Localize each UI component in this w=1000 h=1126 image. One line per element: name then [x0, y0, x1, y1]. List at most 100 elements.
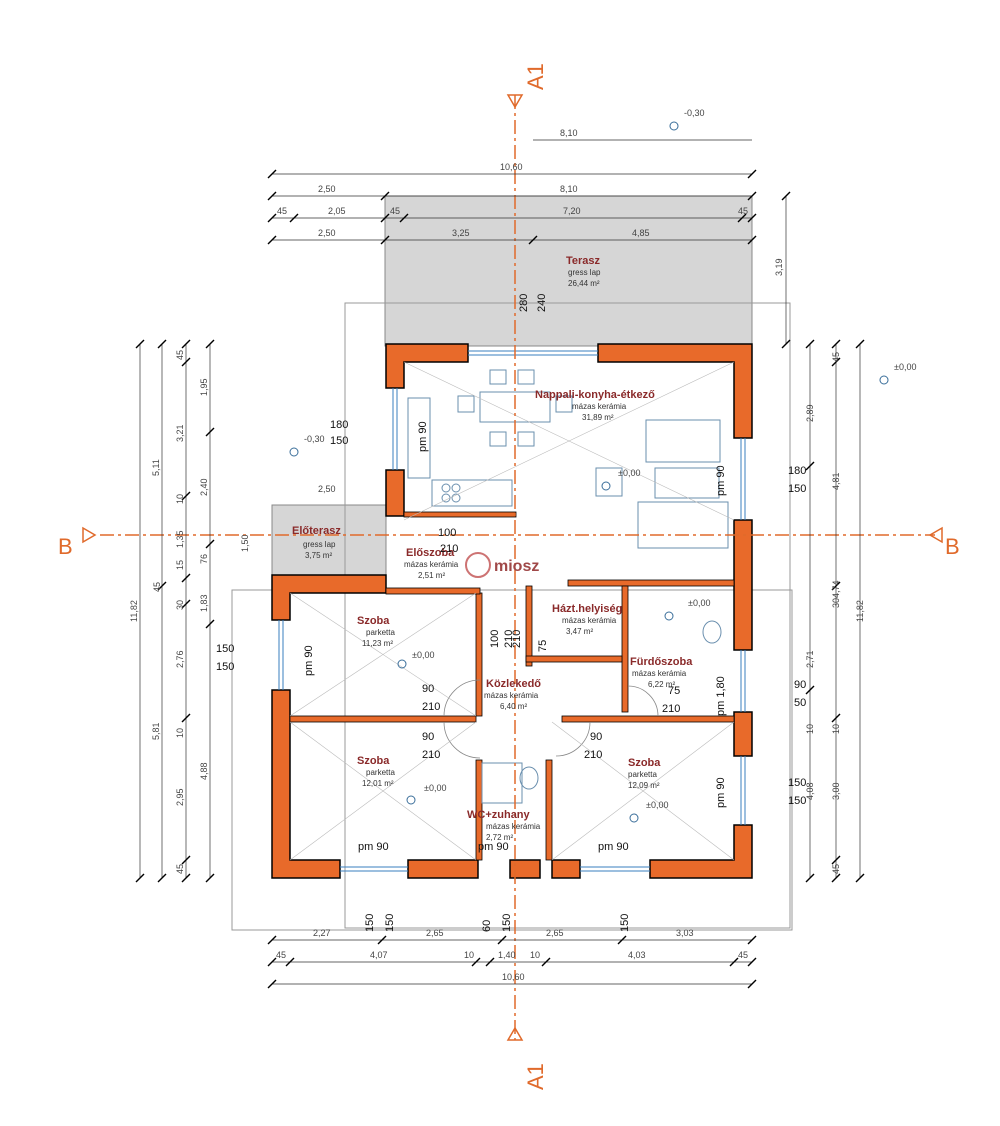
dim-top-row3-3: 7,20 [563, 206, 581, 216]
opening-room3-win-h: 150 [788, 795, 806, 807]
svg-text:26,44 m²: 26,44 m² [568, 279, 600, 288]
svg-text:mázas kerámia: mázas kerámia [632, 669, 687, 678]
dim-left-inner-9: 2,95 [175, 788, 185, 806]
opening-pm90-living: pm 90 [715, 465, 727, 496]
opening-right-win-w: 150 [788, 483, 806, 495]
dim-right-inner-5: 10 [805, 724, 815, 734]
opening-pm180-bath: pm 1,80 [715, 676, 727, 716]
dim-top-row1: 10,60 [500, 162, 523, 172]
dim-top-row4-0: 2,50 [318, 228, 336, 238]
opening-room3-door-h: 210 [584, 749, 602, 761]
dim-bottom-row1-3: 3,03 [676, 928, 694, 938]
dim-bottom-row2-1: 4,07 [370, 950, 388, 960]
svg-text:Közlekedő: Közlekedő [486, 678, 541, 690]
opening-room1-win: 150 [216, 643, 234, 655]
dim-left-mid-1: 5,81 [151, 722, 161, 740]
svg-text:12,01 m²: 12,01 m² [362, 779, 394, 788]
dim-left-eloterasz-1: 2,50 [318, 484, 336, 494]
level-left: -0,30 [304, 434, 325, 444]
room-label-haztartasi: Házt.helyiség mázas kerámia 3,47 m² [552, 603, 622, 636]
dim-bottom-opening-1: 150 [384, 914, 396, 932]
dim-left-outer: 11,82 [129, 600, 139, 622]
axis-b-right: B [945, 534, 960, 559]
dim-left-inner-8: 10 [175, 728, 185, 738]
svg-text:mázas kerámia: mázas kerámia [484, 691, 539, 700]
dim-top-row3-1: 2,05 [328, 206, 346, 216]
dim-bottom-opening-0: 150 [364, 914, 376, 932]
dim-top-row4-2: 4,85 [632, 228, 650, 238]
axis-a1-bottom: A1 [523, 1063, 548, 1090]
svg-text:parketta: parketta [366, 768, 395, 777]
level-room1: ±0,00 [412, 650, 434, 660]
opening-terrace-door-h: 280 [518, 294, 530, 312]
room-label-szoba1: Szoba parketta 11,23 m² [357, 615, 395, 648]
dim-bottom-opening-2: 60 [481, 920, 493, 932]
svg-text:2,72 m²: 2,72 m² [486, 833, 513, 842]
dim-bottom-row2-4: 10 [530, 950, 540, 960]
dim-left-inner-4: 15 [175, 560, 185, 570]
dim-top-row0: 8,10 [560, 128, 578, 138]
eloterasz-fill [271, 504, 387, 576]
dimension-ticks [135, 169, 865, 989]
level-terrace: -0,30 [684, 108, 705, 118]
dim-right-mid-1: 4,74 [831, 580, 841, 598]
eave-outline-lower [231, 589, 793, 931]
svg-text:2,51 m²: 2,51 m² [418, 571, 445, 580]
level-room3: ±0,00 [646, 800, 668, 810]
dim-right-inner-7: 45 [831, 864, 841, 874]
opening-util-door-h: 210 [511, 630, 523, 648]
level-living: ±0,00 [618, 468, 640, 478]
logo-mark [465, 552, 491, 578]
opening-room2-door-h: 210 [422, 749, 440, 761]
room-label-kozlekedo: Közlekedő mázas kerámia 6,40 m² [484, 678, 541, 711]
svg-text:3,47 m²: 3,47 m² [566, 627, 593, 636]
dim-bottom-opening-3: 150 [501, 914, 513, 932]
dimension-lines [139, 139, 861, 985]
dim-left-inner-6: 30 [175, 600, 185, 610]
svg-text:Szoba: Szoba [628, 757, 661, 769]
dim-left-right-2: 76 [199, 554, 209, 564]
opening-pm90-room3-bottom: pm 90 [598, 841, 629, 853]
room-label-szoba2: Szoba parketta 12,01 m² [357, 755, 395, 788]
opening-pm90-wc-bottom: pm 90 [478, 841, 509, 853]
room-label-eloszoba: Előszoba mázas kerámia 2,51 m² [404, 547, 459, 580]
svg-text:11,23 m²: 11,23 m² [362, 639, 393, 648]
dim-top-row4-1: 3,25 [452, 228, 470, 238]
dim-bottom-row2-0: 45 [276, 950, 286, 960]
dim-bottom-row2-3: 1,40 [498, 950, 516, 960]
dim-left-inner-3: 1,35 [175, 530, 185, 548]
dim-right-inner-4: 2,71 [805, 650, 815, 668]
opening-room2-door-w: 90 [422, 731, 434, 743]
dim-top-row3-0: 45 [277, 206, 287, 216]
opening-hall-door2-h: 210 [503, 630, 515, 648]
svg-text:WC+zuhany: WC+zuhany [467, 809, 531, 821]
level-marker-icons [289, 121, 889, 823]
opening-hall-door: 100 [438, 527, 456, 539]
room-diagonals [289, 361, 735, 861]
opening-hall-door-h: 210 [440, 543, 458, 555]
axis-a1-top: A1 [523, 63, 548, 90]
svg-text:gress lap: gress lap [303, 540, 336, 549]
opening-room3-win-w: 150 [788, 777, 806, 789]
dim-right-inner-3: 30 [831, 598, 841, 608]
dim-right-mid-0: 4,81 [831, 472, 841, 490]
opening-pm90-room2-bottom: pm 90 [358, 841, 389, 853]
opening-pm90-room3: pm 90 [715, 777, 727, 808]
dim-top-row2b: 8,10 [560, 184, 578, 194]
axis-markers [82, 94, 943, 1041]
dim-left-right-1: 2,40 [199, 478, 209, 496]
furniture [407, 369, 729, 804]
opening-bath-door-h: 210 [662, 703, 680, 715]
svg-text:parketta: parketta [628, 770, 657, 779]
svg-text:Nappali-konyha-étkező: Nappali-konyha-étkező [535, 389, 655, 401]
dim-bottom-row2-6: 45 [738, 950, 748, 960]
svg-text:mázas kerámia: mázas kerámia [486, 822, 541, 831]
eave-outline [344, 302, 791, 929]
logo-text: miosz [494, 558, 539, 575]
svg-text:Előterasz: Előterasz [292, 525, 341, 537]
opening-hall-door2: 100 [489, 630, 501, 648]
level-room2: ±0,00 [424, 783, 446, 793]
dim-left-inner-5: 45 [152, 582, 162, 592]
dim-bottom-row2-5: 4,03 [628, 950, 646, 960]
dim-bottom-row1-1: 2,65 [426, 928, 444, 938]
